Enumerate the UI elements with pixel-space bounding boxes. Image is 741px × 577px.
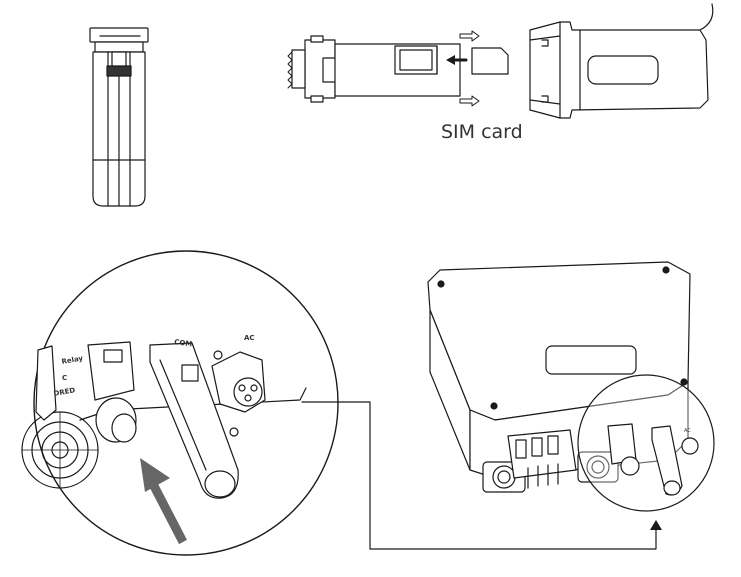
com-label: COM [174,338,193,348]
dred-label: DRED [53,386,76,398]
fan-grid-icon [21,411,99,489]
c-label: C [62,374,67,382]
inverter-ac-label: AC [684,428,691,434]
ac-label: AC [244,334,255,342]
inverter-zoom-circle [577,374,715,512]
callout-connector-line [301,401,662,550]
dongle-cover [529,3,714,119]
insert-direction-arrow-icon [140,458,187,545]
relay-label: Relay [61,354,84,366]
magnified-connectors-view [21,250,339,556]
sim-card [471,47,509,75]
dongle-side-view [89,27,149,207]
sim-slot-assembly [287,35,461,103]
arrow-left-icon [446,55,468,65]
arrow-right-outline-icon [459,30,480,107]
sim-card-label: SIM card [441,121,523,143]
